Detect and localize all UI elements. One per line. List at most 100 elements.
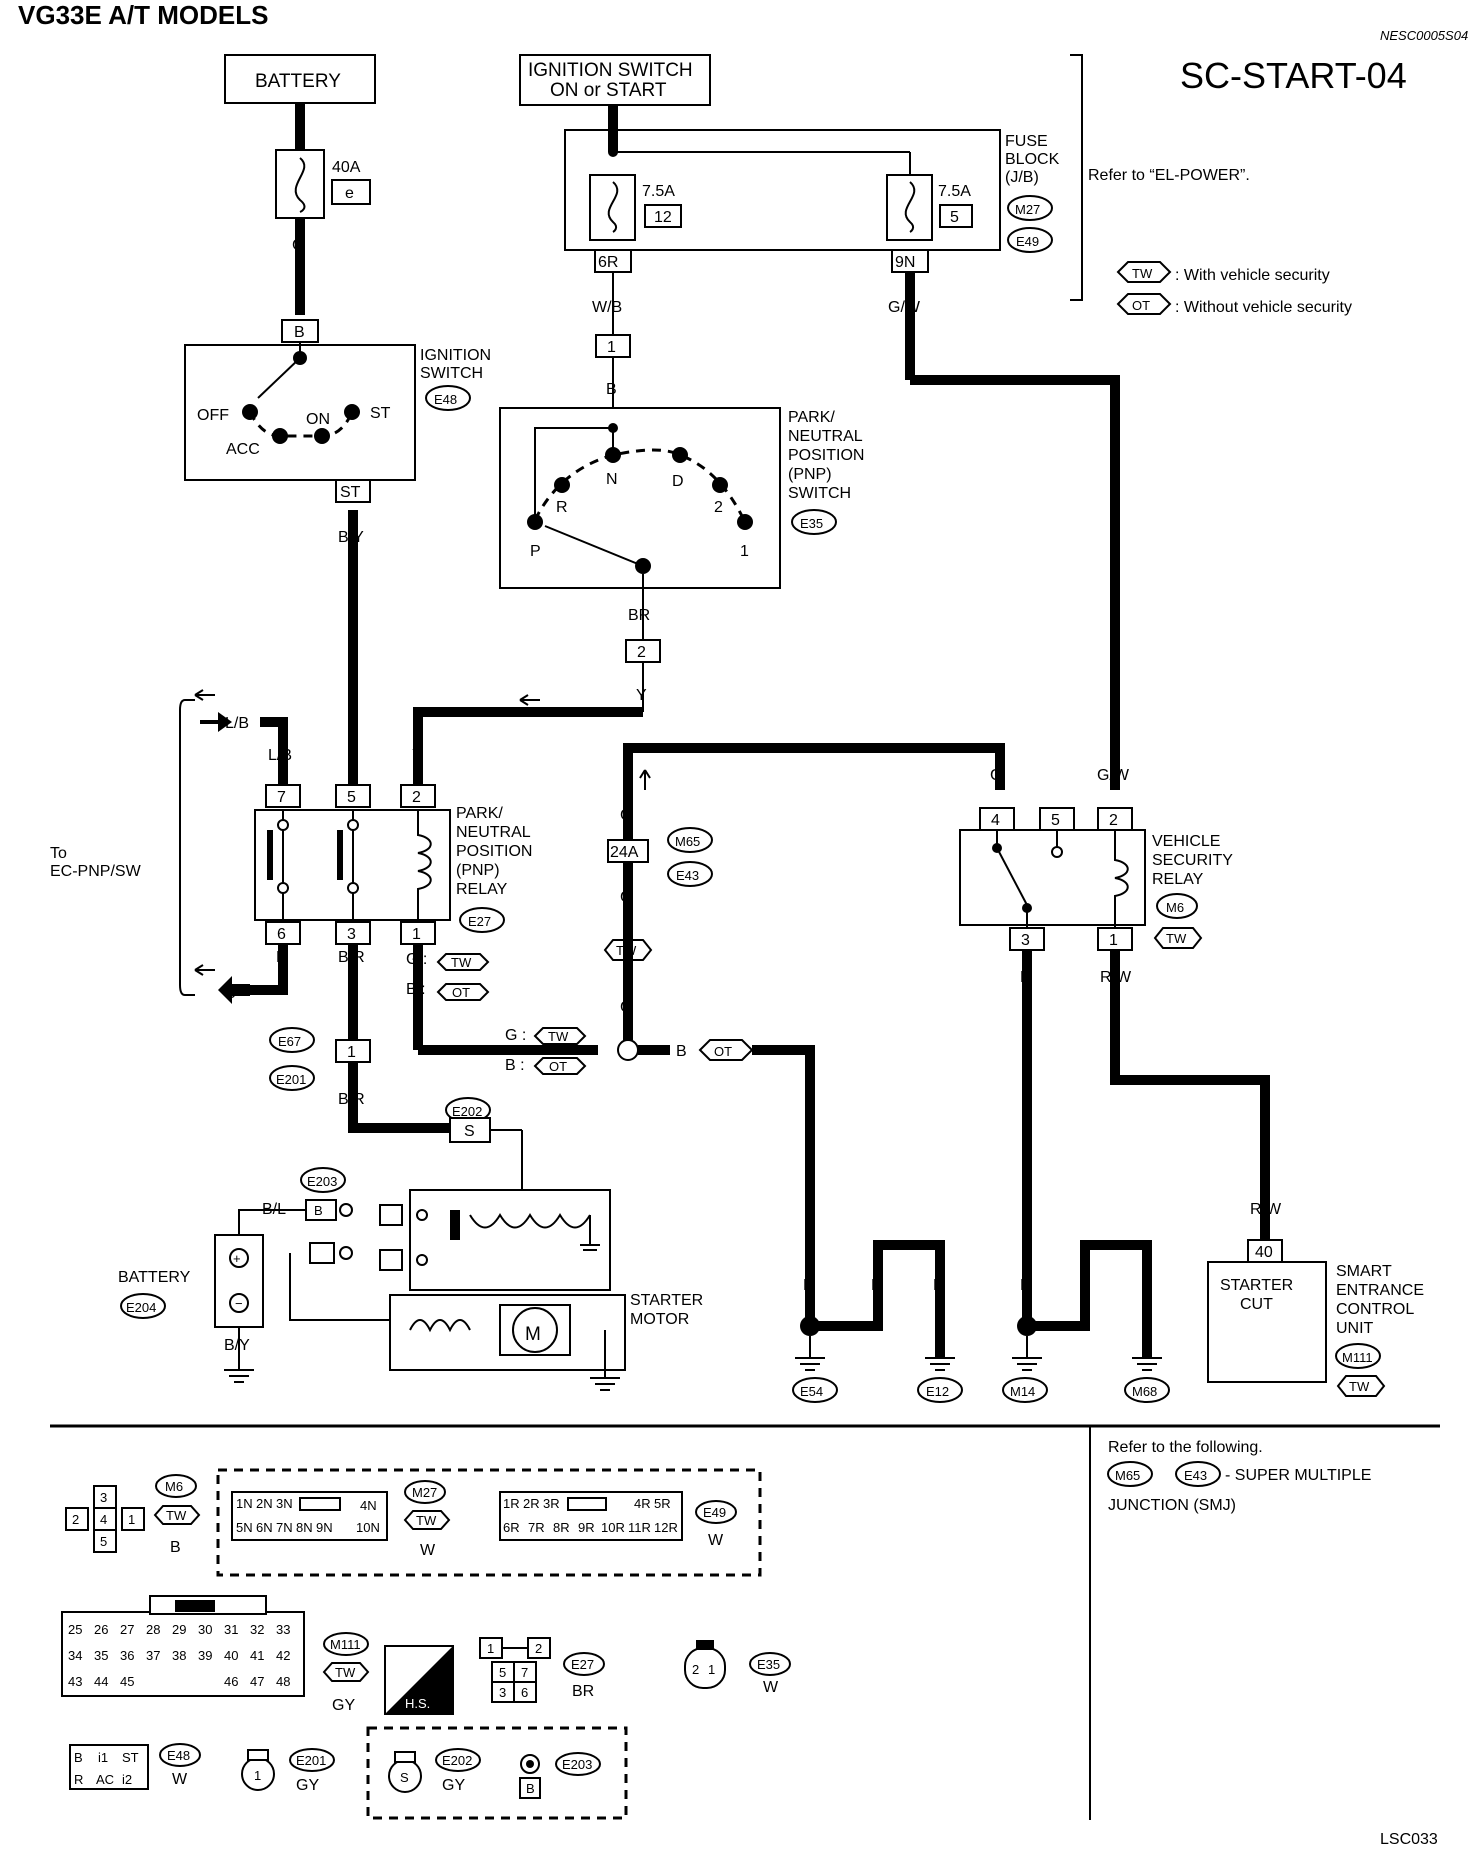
m65-tag xyxy=(667,827,713,853)
view-e27: E27 xyxy=(571,1657,594,1672)
e49-b1: 6R xyxy=(503,1520,520,1535)
ref-code: NESC0005S04 xyxy=(1380,28,1468,43)
fuse-block-title2: BLOCK xyxy=(1005,151,1060,168)
gnd-wire-b5: B xyxy=(1080,1277,1091,1294)
m6-pin-5-box xyxy=(93,1529,117,1553)
e49-b7: 12R xyxy=(654,1520,678,1535)
fuse-12-id-box xyxy=(644,204,682,228)
sec-relay-switch xyxy=(996,847,1028,906)
ignition-switch-body xyxy=(184,344,416,481)
m6-pin-2: 2 xyxy=(72,1512,79,1527)
battery-label: BATTERY xyxy=(255,71,341,92)
wire-label-by: B/Y xyxy=(338,529,364,546)
pnp-switch-title5: SWITCH xyxy=(788,485,851,502)
solenoid-ground-symbol xyxy=(580,1244,600,1251)
wire-b-ground xyxy=(752,1045,815,1300)
solenoid-plunger xyxy=(450,1210,460,1240)
fuse-40a-id-box xyxy=(331,179,371,205)
e49-b5: 10R xyxy=(601,1520,625,1535)
e49-view: 1R 2R 3R 4R 5R 6R 7R 8R 9R 10R 11R 12R xyxy=(499,1491,683,1541)
smart-title1: SMART xyxy=(1336,1263,1392,1280)
m27-latch xyxy=(299,1497,341,1511)
ground-m14-tag xyxy=(1002,1377,1048,1403)
smart-title2: ENTRANCE xyxy=(1336,1282,1424,1299)
smart-pin-40-label: 40 xyxy=(1255,1244,1273,1261)
wire-label-gw-top: G/W xyxy=(888,299,921,316)
view-e202-tag xyxy=(435,1748,481,1772)
refer-line2: - SUPER MULTIPLE xyxy=(1225,1467,1371,1484)
junction-ot: OT xyxy=(549,1059,567,1074)
e203-pin: B xyxy=(526,1781,535,1796)
sec-relay-connector: M6 xyxy=(1166,900,1184,915)
ground-symbol-e12 xyxy=(925,1357,955,1371)
pnp-contact-p xyxy=(527,514,543,530)
battery2-positive-lead xyxy=(238,1209,306,1235)
view-e35-tag xyxy=(749,1652,791,1676)
fuse-40a xyxy=(275,149,325,219)
solenoid-contact-top xyxy=(416,1209,428,1221)
sec-relay-connector-tag xyxy=(1156,893,1198,919)
ground-e54: E54 xyxy=(800,1384,823,1399)
pnp-switch-body xyxy=(499,407,781,589)
view-m27-tw: TW xyxy=(416,1513,437,1528)
view-m6-tag xyxy=(155,1474,197,1498)
starter-conn-b: E203 xyxy=(307,1174,337,1189)
e48-p2: ST xyxy=(122,1750,139,1765)
e49-b4: 9R xyxy=(578,1520,595,1535)
pnp-switch-title1: PARK/ xyxy=(788,409,835,426)
starter-b-ring xyxy=(339,1203,353,1217)
pnp-contact-r xyxy=(554,477,570,493)
m111-r2-2: 36 xyxy=(120,1648,134,1663)
fuse-5-rating: 7.5A xyxy=(938,183,971,200)
battery2-positive-terminal xyxy=(229,1248,249,1268)
fuse-5 xyxy=(886,174,933,241)
m111-view-body xyxy=(61,1611,305,1697)
wire-label-rw2: R/W xyxy=(1250,1201,1282,1218)
refer-conn1: M65 xyxy=(1115,1468,1140,1483)
conn-1-starter-label: 1 xyxy=(347,1044,356,1061)
battery2-plus: + xyxy=(233,1251,241,1266)
battery2-minus: − xyxy=(235,1296,243,1311)
solenoid-body xyxy=(409,1189,611,1291)
solenoid-terminal-top xyxy=(379,1204,403,1226)
hs-label: H.S. xyxy=(405,1696,430,1711)
m27-t3: 3N xyxy=(276,1496,293,1511)
conn-m65: M65 xyxy=(675,834,700,849)
view-m111-tw: TW xyxy=(335,1665,356,1680)
view-e35-color: W xyxy=(763,1679,779,1696)
m111-r3-1: 44 xyxy=(94,1674,108,1689)
legend-ot-tag xyxy=(1116,293,1172,315)
e201-pin: 1 xyxy=(254,1768,261,1783)
wire-coil-ot-tag xyxy=(436,983,490,1001)
wire-label-y: Y xyxy=(636,687,647,704)
e27-pin-7: 7 xyxy=(521,1665,528,1680)
pnp-pos-2: 2 xyxy=(714,499,723,516)
m6-pin-1-box xyxy=(121,1507,145,1531)
arrow-g-up xyxy=(639,769,651,790)
sec-pin-3: 3 xyxy=(1021,932,1030,949)
view-m6-tw-tag xyxy=(153,1505,201,1525)
m27-b2: 6N xyxy=(256,1520,273,1535)
wire-g-smj xyxy=(623,743,1005,1040)
sec-pin-4: 4 xyxy=(991,812,1000,829)
pnp-relay-connector-tag xyxy=(459,907,505,933)
junction-ot-tag xyxy=(533,1057,587,1075)
battery2-negative-terminal xyxy=(229,1293,249,1313)
junction-tw: TW xyxy=(548,1029,569,1044)
diagram-id: SC-START-04 xyxy=(1180,55,1407,96)
e203-ring-center xyxy=(526,1760,534,1768)
view-m111-color: GY xyxy=(332,1697,355,1714)
view-e48: E48 xyxy=(167,1748,190,1763)
wire-rw xyxy=(1110,950,1270,1240)
m27-b5: 9N xyxy=(316,1520,333,1535)
ignition-terminal-st-label: ST xyxy=(340,484,361,501)
m111-r2-6: 40 xyxy=(224,1648,238,1663)
view-m27-tag xyxy=(404,1480,446,1504)
starter-connectors-frame xyxy=(366,1726,628,1820)
e35-latch xyxy=(696,1640,714,1650)
sec-relay-coil xyxy=(1114,830,1129,928)
wire-coil-ot: OT xyxy=(452,985,470,1000)
motor-symbol xyxy=(512,1307,558,1353)
e49-b3: 8R xyxy=(553,1520,570,1535)
e27-pin-3: 3 xyxy=(499,1685,506,1700)
